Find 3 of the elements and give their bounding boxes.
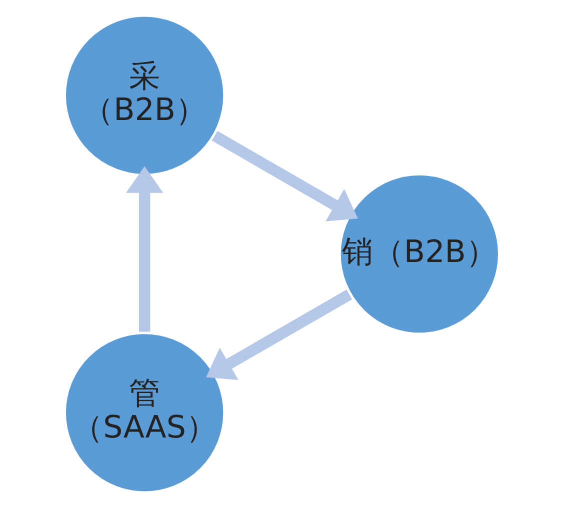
arrow: [212, 130, 358, 221]
arrow: [206, 289, 352, 380]
arrow: [126, 166, 164, 332]
